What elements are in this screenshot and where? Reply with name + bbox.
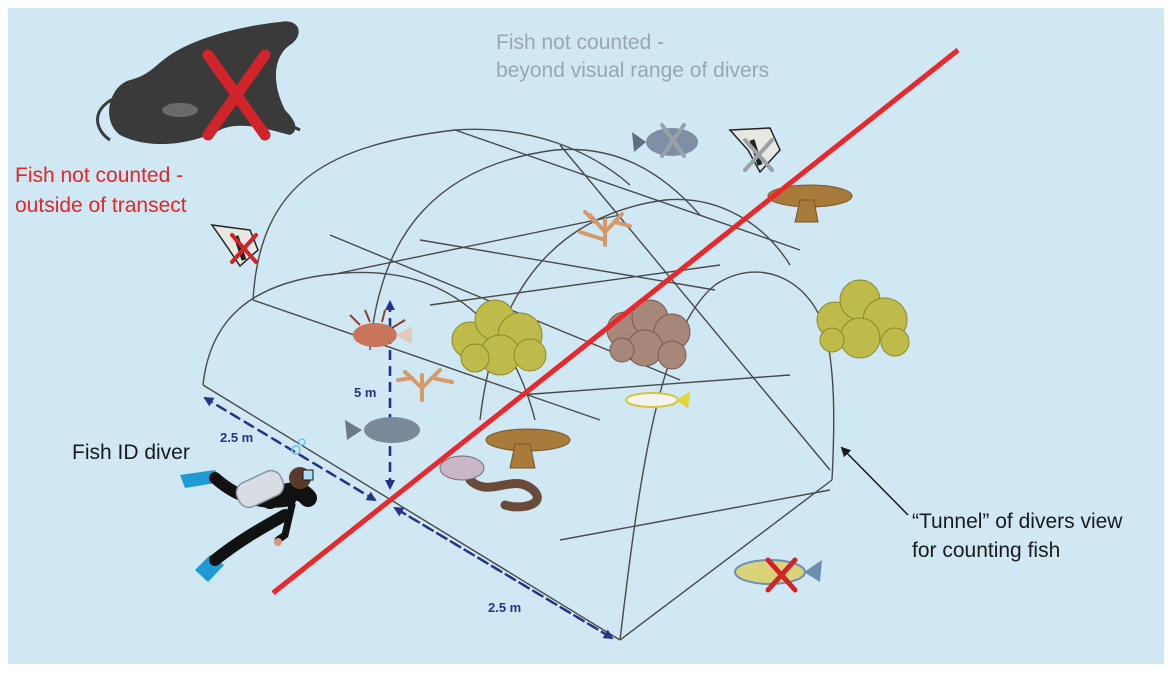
ridge-lower (253, 300, 600, 420)
tunnel-label-line1: “Tunnel” of divers view (912, 509, 1122, 534)
tunnel-pointer-arrow (842, 448, 908, 515)
coral-yellow-left (452, 300, 546, 375)
fish-grey-tunnel (345, 417, 420, 443)
rib-4 (560, 490, 830, 540)
clam-shell (440, 456, 484, 480)
dimension-arrows (205, 302, 612, 638)
height-dimension-label: 5 m (354, 385, 376, 401)
outside-transect-label-line2: outside of transect (15, 193, 187, 218)
fish-yellow-stripe (626, 391, 690, 409)
tunnel-label-line2: for counting fish (912, 538, 1060, 563)
outside-transect-label-line1: Fish not counted - (15, 163, 183, 188)
left-width-dimension-label: 2.5 m (220, 430, 253, 446)
beyond-range-label-line2: beyond visual range of divers (496, 58, 769, 83)
coral-yellow-right (817, 280, 909, 358)
bottom-width-dimension-label: 2.5 m (488, 600, 521, 616)
rib-3 (520, 375, 790, 395)
floor-right-edge (620, 480, 832, 640)
moray-eel (470, 480, 537, 507)
fish-lionfish (350, 310, 412, 347)
beyond-range-label-line1: Fish not counted - (496, 30, 664, 55)
bottom-width-arrow-b (395, 508, 612, 638)
scuba-diver-icon (180, 439, 313, 582)
coral-branch-left (398, 370, 452, 400)
fish-id-diver-label: Fish ID diver (72, 440, 190, 465)
back-arch (253, 129, 630, 300)
manta-ray-icon (98, 21, 301, 144)
tunnel-wireframe (203, 129, 834, 640)
coral-table-mid (486, 429, 570, 468)
coral-brain-brown (607, 300, 690, 369)
